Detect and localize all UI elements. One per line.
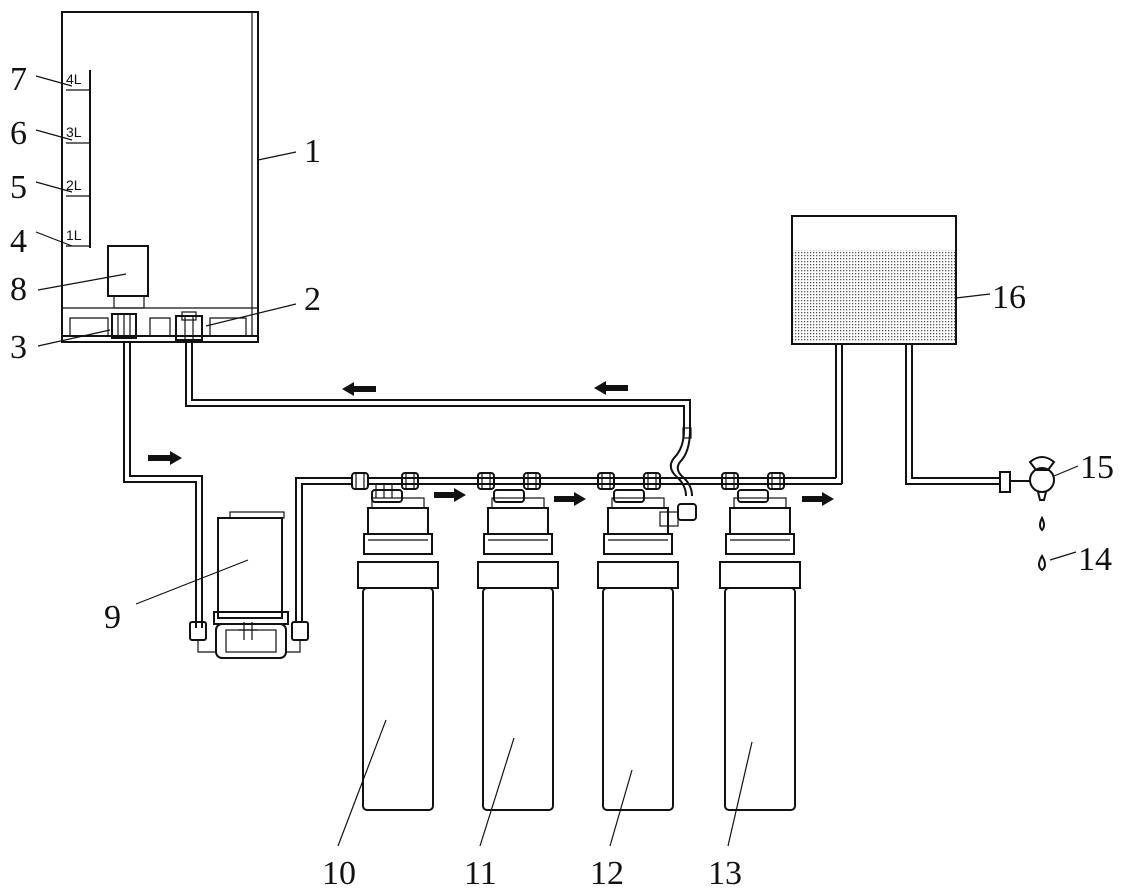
label-12: 12 [590, 855, 624, 892]
return-water-inlet [175, 311, 203, 341]
pump-outlet-pipe [295, 477, 352, 622]
water-drop-icon [1038, 515, 1046, 572]
float-sensor [107, 245, 149, 339]
label-16: 16 [992, 279, 1026, 316]
return-pipe [185, 340, 693, 497]
label-14: 14 [1078, 541, 1112, 578]
level-1l-label: 1L [66, 227, 82, 243]
level-4l-label: 4L [66, 71, 82, 87]
arrow-left-icon [342, 382, 376, 396]
arrow-right-icon [434, 488, 466, 502]
filter-line-pipe [368, 344, 843, 485]
raw-water-tank [61, 11, 259, 343]
arrow-right-icon [148, 451, 182, 465]
water-level-scale: 4L 3L 2L 1L [66, 70, 91, 248]
outlet-pipe [123, 342, 203, 628]
leader-lines [35, 75, 1079, 847]
label-9: 9 [104, 599, 121, 636]
pipe-fittings [351, 472, 785, 490]
arrow-left-icon [594, 381, 628, 395]
label-15: 15 [1080, 449, 1114, 486]
label-1: 1 [304, 133, 321, 170]
label-4: 4 [10, 223, 27, 260]
faucet-pipe [905, 344, 1000, 485]
label-6: 6 [10, 115, 27, 152]
label-3: 3 [10, 329, 27, 366]
label-10: 10 [322, 855, 356, 892]
callout-numbers: 1 2 3 4 5 6 7 8 9 10 11 12 13 14 15 16 [10, 61, 1114, 892]
label-2: 2 [304, 281, 321, 318]
level-3l-label: 3L [66, 124, 82, 140]
faucet-icon [999, 456, 1056, 501]
filter-cartridge-13 [719, 497, 801, 811]
booster-pump [189, 511, 309, 659]
level-2l-label: 2L [66, 177, 82, 193]
pure-water-tank [791, 215, 957, 345]
label-5: 5 [10, 169, 27, 206]
arrow-right-icon [802, 492, 834, 506]
arrow-right-icon [554, 492, 586, 506]
filter-cartridge-12 [597, 497, 679, 811]
head-connectors [371, 484, 769, 527]
label-8: 8 [10, 271, 27, 308]
label-7: 7 [10, 61, 27, 98]
label-11: 11 [464, 855, 497, 892]
flow-arrows [148, 381, 834, 506]
label-13: 13 [708, 855, 742, 892]
filter-cartridge-11 [477, 497, 559, 811]
